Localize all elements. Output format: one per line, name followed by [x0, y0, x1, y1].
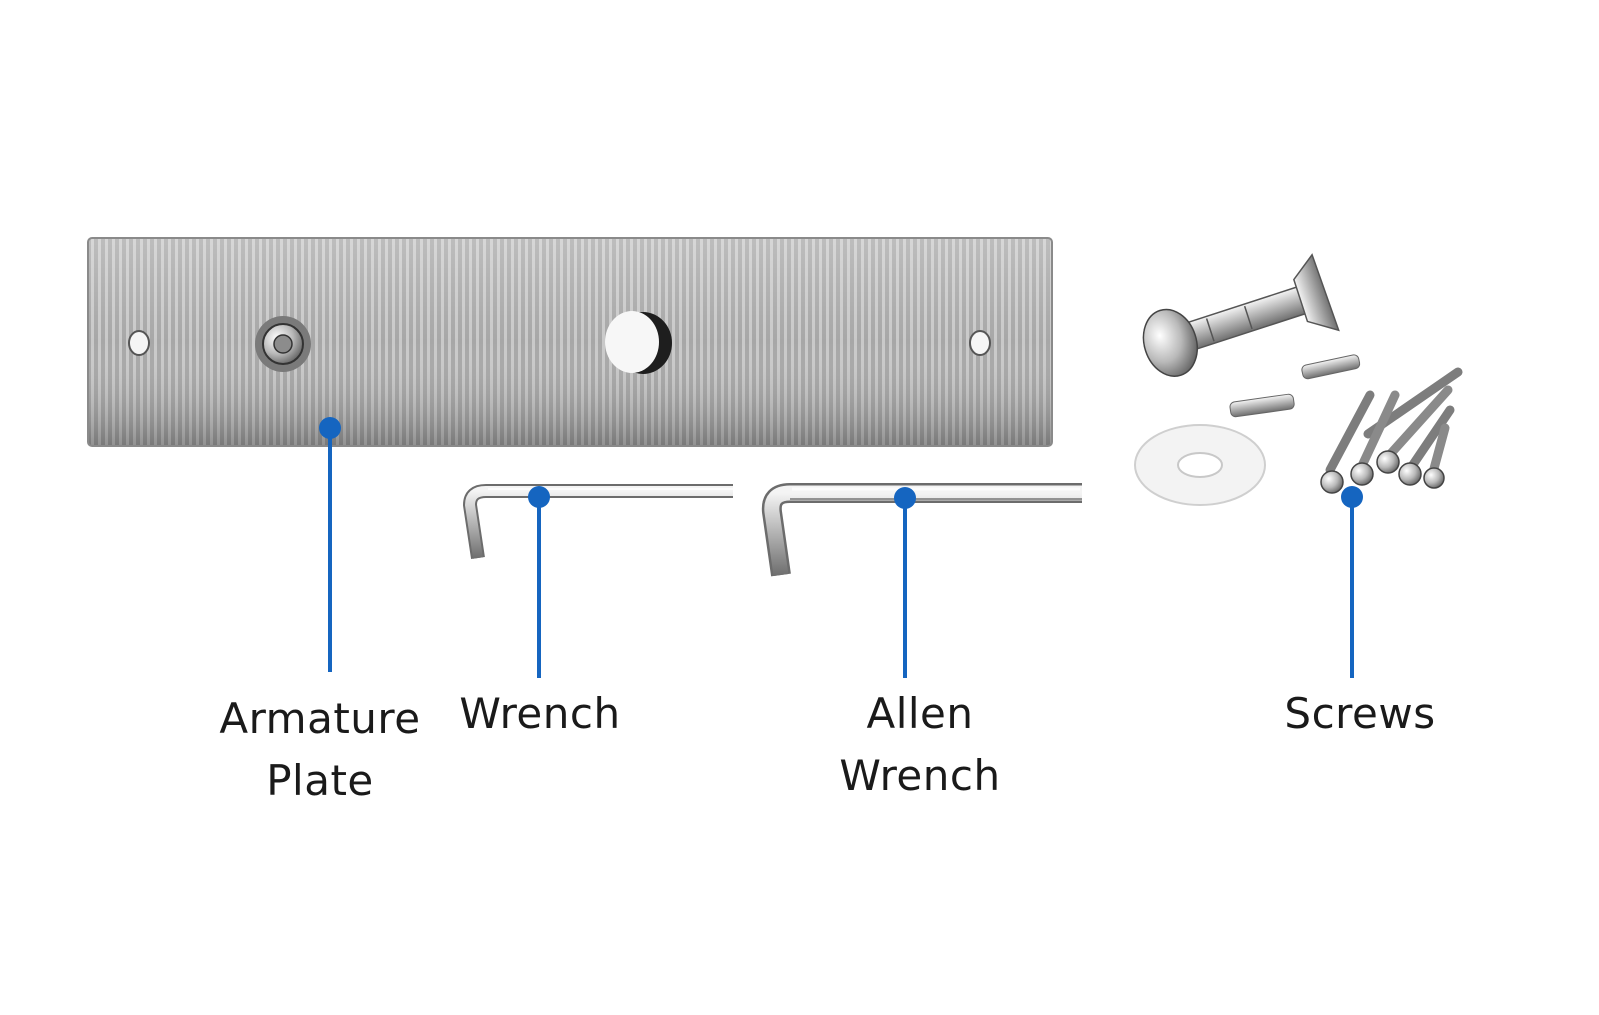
label-line: Wrench [459, 689, 621, 738]
callout-dot [528, 486, 550, 508]
callout-screws [1341, 486, 1363, 678]
label-wrench: Wrench [440, 683, 640, 745]
callout-allen-wrench [894, 487, 916, 678]
callout-dot [1341, 486, 1363, 508]
callout-dot [894, 487, 916, 509]
label-allen-wrench: Allen Wrench [815, 683, 1025, 807]
label-line: Screws [1284, 689, 1436, 738]
label-line: Armature [219, 694, 421, 743]
armature-plate-image [87, 237, 1053, 447]
label-line: Plate [266, 756, 374, 805]
label-line: Wrench [839, 751, 1001, 800]
label-line: Allen [866, 689, 974, 738]
callout-wrench [528, 486, 550, 678]
callout-armature-plate [319, 417, 341, 672]
label-screws: Screws [1260, 683, 1460, 745]
screws-image [1134, 253, 1463, 506]
wrench-image [463, 484, 733, 560]
callout-dot [319, 417, 341, 439]
allen-wrench-image [761, 483, 1082, 577]
label-armature-plate: Armature Plate [200, 688, 440, 812]
